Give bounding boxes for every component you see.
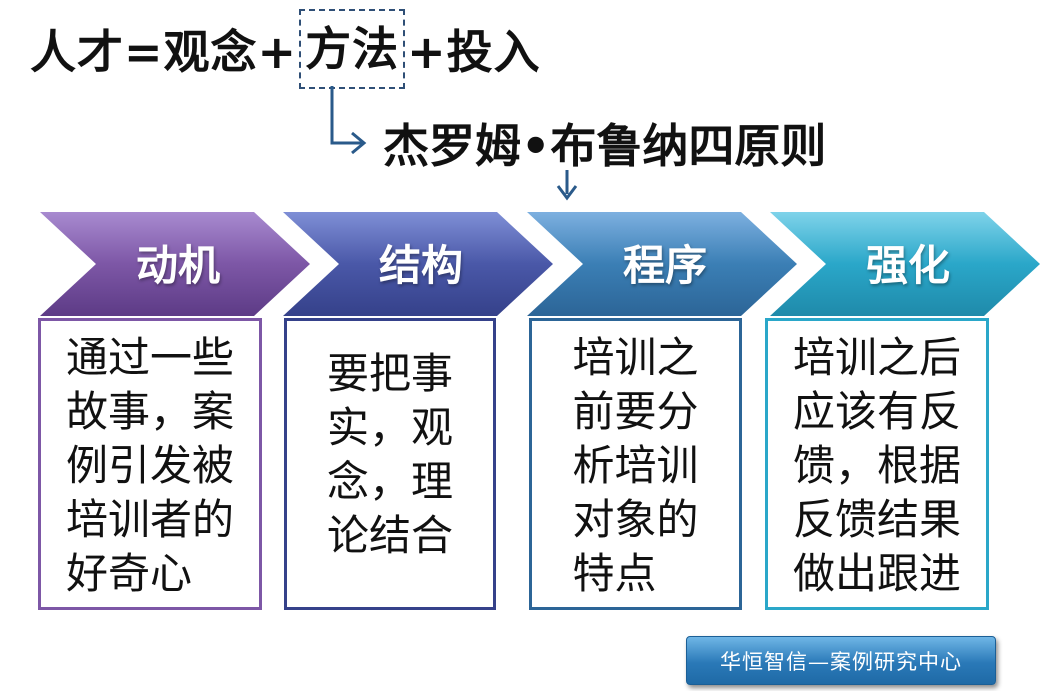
stage-description-text: 通过一些 故事，案 例引发被 培训者的 好奇心 xyxy=(65,333,234,598)
stage-chevron-structure xyxy=(283,212,553,316)
footer-badge: 华恒智信—案例研究中心 xyxy=(686,636,996,685)
stage-description-text: 培训之 前要分 析培训 对象的 特点 xyxy=(572,333,699,598)
connector-arrowhead-icon xyxy=(351,131,367,155)
stage-description-text: 培训之后 应该有反 馈，根据 反馈结果 做出跟进 xyxy=(792,333,961,598)
stage-label-structure: 结构 xyxy=(378,241,463,290)
stage-chevron-procedure xyxy=(527,212,797,316)
stage-description-structure: 要把事 实，观 念，理 论结合 xyxy=(284,318,496,610)
page-title: 人才=观念+ 方法 +投入 xyxy=(30,9,541,89)
title-part-1: 人才=观念+ xyxy=(30,25,298,79)
stage-chevron-reinforcement xyxy=(770,212,1040,316)
stage-description-procedure: 培训之 前要分 析培训 对象的 特点 xyxy=(529,318,742,610)
stage-label-motivation: 动机 xyxy=(135,241,220,290)
highlighted-method-term: 方法 xyxy=(299,9,406,89)
title-part-2: +投入 xyxy=(407,25,541,79)
subtitle: 杰罗姆•布鲁纳四原则 xyxy=(383,119,827,173)
connector-line xyxy=(330,86,362,145)
stage-description-reinforcement: 培训之后 应该有反 馈，根据 反馈结果 做出跟进 xyxy=(765,318,989,610)
stage-chevron-motivation xyxy=(40,212,310,316)
stage-description-motivation: 通过一些 故事，案 例引发被 培训者的 好奇心 xyxy=(38,318,262,610)
stage-label-procedure: 程序 xyxy=(622,241,707,290)
stage-description-text: 要把事 实，观 念，理 论结合 xyxy=(326,349,453,560)
down-arrow-icon xyxy=(556,185,578,201)
stage-label-reinforcement: 强化 xyxy=(865,241,950,290)
